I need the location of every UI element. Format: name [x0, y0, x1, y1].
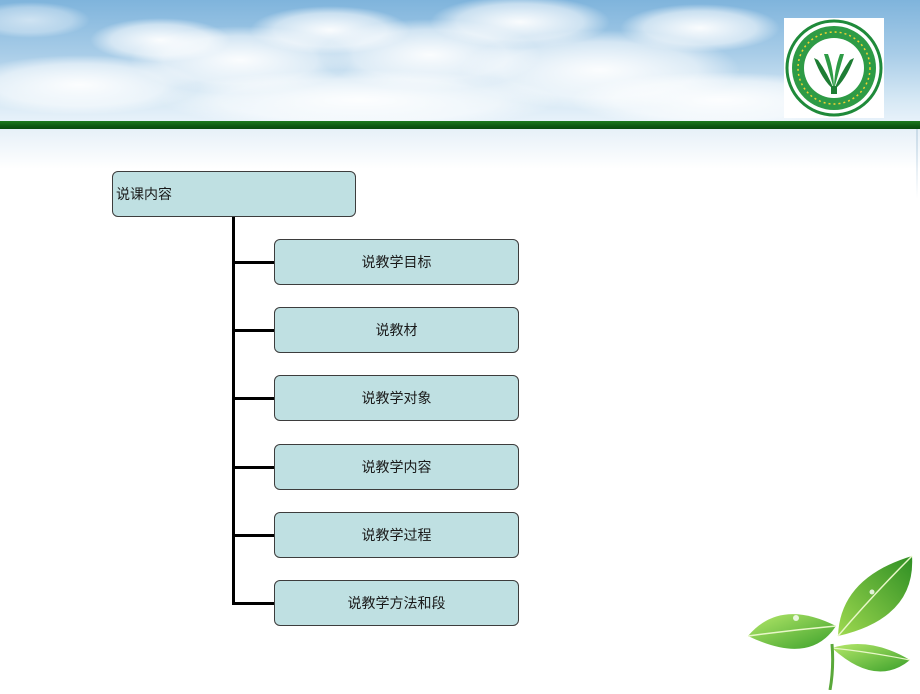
branch-line-5	[232, 534, 275, 537]
right-edge-rule	[916, 129, 918, 199]
green-leaves-icon	[747, 555, 913, 691]
child-node-teaching-methods: 说教学方法和段	[274, 580, 519, 626]
child-node-label: 说教学方法和段	[347, 596, 446, 612]
school-logo	[784, 18, 884, 118]
child-node-label: 说教学对象	[361, 391, 432, 407]
branch-line-1	[232, 261, 275, 264]
school-emblem-icon	[785, 19, 883, 117]
branch-line-2	[232, 329, 275, 332]
root-node: 说课内容	[112, 171, 356, 217]
branch-line-3	[232, 397, 275, 400]
child-node-textbook: 说教材	[274, 307, 519, 353]
child-node-label: 说教学内容	[361, 460, 432, 476]
root-node-label: 说课内容	[116, 187, 172, 203]
child-node-teaching-audience: 说教学对象	[274, 375, 519, 421]
header-fade	[0, 129, 920, 169]
branch-line-4	[232, 466, 275, 469]
child-node-teaching-goals: 说教学目标	[274, 239, 519, 285]
child-node-label: 说教学目标	[361, 255, 432, 271]
header-divider	[0, 121, 920, 129]
tree-trunk-line	[232, 216, 235, 605]
child-node-label: 说教材	[375, 323, 418, 339]
leaves-decoration	[740, 548, 920, 691]
child-node-teaching-content: 说教学内容	[274, 444, 519, 490]
child-node-teaching-process: 说教学过程	[274, 512, 519, 558]
child-node-label: 说教学过程	[361, 528, 432, 544]
clouds-decoration	[0, 0, 870, 122]
branch-line-6	[232, 602, 275, 605]
sky-banner	[0, 0, 920, 122]
